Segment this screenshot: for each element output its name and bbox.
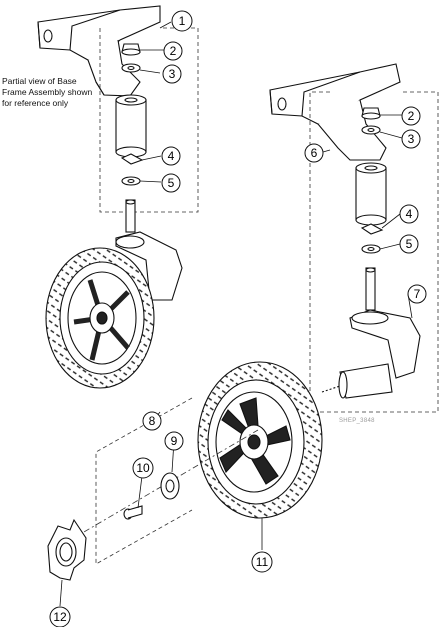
callout-5-right: 5 [399, 234, 419, 254]
callout-12: 12 [49, 606, 71, 628]
callout-7: 7 [407, 284, 427, 304]
callout-4-right: 4 [399, 204, 419, 224]
callout-1: 1 [171, 10, 193, 32]
left-caster-fork [115, 199, 183, 301]
callout-6: 6 [304, 143, 324, 163]
svg-text:5: 5 [168, 176, 175, 190]
left-base-frame [37, 5, 161, 97]
right-caster-fork [321, 267, 421, 399]
svg-text:2: 2 [408, 109, 415, 123]
svg-text:6: 6 [311, 146, 318, 160]
svg-text:4: 4 [168, 149, 175, 163]
callout-2-right: 2 [401, 106, 421, 126]
svg-text:4: 4 [406, 207, 413, 221]
svg-text:5: 5 [406, 237, 413, 251]
callout-8: 8 [142, 411, 162, 431]
drawing-id-watermark: SHEP_3848 [339, 418, 375, 424]
callout-3-left: 3 [162, 64, 182, 84]
hub-kit-centerline [59, 429, 259, 547]
callout-9: 9 [164, 431, 184, 451]
left-caster-wheel [45, 247, 155, 389]
callout-11: 11 [251, 551, 273, 573]
reference-note: Partial view of Base Frame Assembly show… [2, 76, 93, 108]
svg-text:2: 2 [170, 44, 177, 58]
svg-text:7: 7 [414, 287, 421, 301]
right-stem-parts [355, 107, 387, 254]
hub-parts [47, 472, 180, 581]
svg-text:1: 1 [179, 14, 186, 28]
svg-text:9: 9 [171, 434, 178, 448]
svg-text:3: 3 [169, 67, 176, 81]
callouts: 1 2 3 4 5 6 2 3 4 5 7 8 9 10 11 12 [49, 10, 427, 628]
svg-text:8: 8 [149, 414, 156, 428]
callout-4-left: 4 [161, 146, 181, 166]
callout-10: 10 [132, 457, 154, 479]
svg-text:10: 10 [136, 461, 150, 475]
svg-text:3: 3 [408, 132, 415, 146]
svg-text:12: 12 [53, 610, 67, 624]
callout-3-right: 3 [401, 129, 421, 149]
callout-2-left: 2 [163, 41, 183, 61]
right-base-frame [269, 63, 401, 161]
right-caster-wheel [197, 361, 323, 519]
svg-text:11: 11 [256, 555, 269, 569]
callout-5-left: 5 [161, 173, 181, 193]
right-assembly-box [309, 91, 439, 413]
